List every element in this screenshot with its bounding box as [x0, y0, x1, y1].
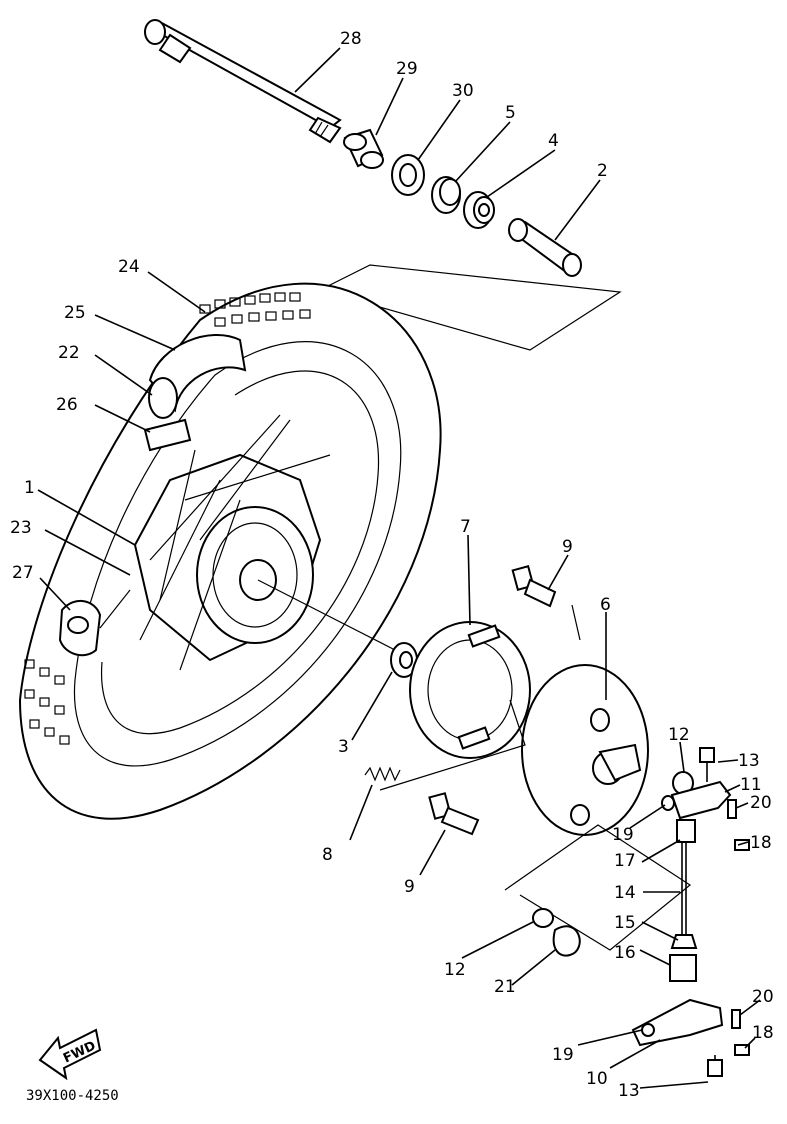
callout-29: 29 — [396, 59, 418, 79]
callout-28: 28 — [340, 29, 362, 49]
callout-5: 5 — [505, 103, 516, 123]
collar-part — [343, 128, 384, 169]
callout-23: 23 — [10, 518, 32, 538]
callout-12-upper: 12 — [668, 725, 690, 745]
callout-11: 11 — [740, 775, 762, 795]
cam-lever-assembly — [532, 747, 750, 1077]
spring-part — [364, 766, 401, 782]
callout-9-upper: 9 — [562, 537, 573, 557]
bolt-part-9-lower — [428, 792, 480, 836]
callout-18-lower: 18 — [752, 1023, 774, 1043]
hub-part — [133, 414, 331, 671]
tube-part — [143, 334, 247, 452]
callout-25: 25 — [64, 303, 86, 323]
callout-9-lower: 9 — [404, 877, 415, 897]
callout-6: 6 — [600, 595, 611, 615]
brake-shoe-part — [409, 621, 531, 759]
callout-22: 22 — [58, 343, 80, 363]
callout-26: 26 — [56, 395, 78, 415]
callout-20-lower: 20 — [752, 987, 774, 1007]
callout-14: 14 — [614, 883, 636, 903]
callout-12-lower: 12 — [444, 960, 466, 980]
callout-4: 4 — [548, 131, 559, 151]
callout-21: 21 — [494, 977, 516, 997]
callout-labels: 28 29 30 5 4 2 24 25 22 26 1 23 27 7 9 6… — [10, 29, 774, 1101]
callout-13-lower: 13 — [618, 1081, 640, 1101]
callout-8: 8 — [322, 845, 333, 865]
callout-30: 30 — [452, 81, 474, 101]
callout-10: 10 — [586, 1069, 608, 1089]
callout-2: 2 — [597, 161, 608, 181]
diagram-code: 39X100-4250 — [26, 1088, 119, 1104]
callout-20-upper: 20 — [750, 793, 772, 813]
spacer-part — [508, 218, 582, 277]
callout-15: 15 — [614, 913, 636, 933]
callout-19-lower: 19 — [552, 1045, 574, 1065]
callout-7: 7 — [460, 517, 471, 537]
bearing-part-3 — [390, 642, 418, 678]
brake-plate-part — [521, 664, 649, 836]
callout-16: 16 — [614, 943, 636, 963]
bearing-part-4 — [463, 191, 495, 229]
oil-seal-part — [391, 154, 425, 196]
callout-1: 1 — [24, 478, 35, 498]
valve-part — [58, 589, 131, 657]
callout-13-upper: 13 — [738, 751, 760, 771]
bolt-part-9-upper — [511, 565, 557, 608]
callout-3: 3 — [338, 737, 349, 757]
callout-17: 17 — [614, 851, 636, 871]
fwd-arrow-icon: FWD — [38, 1028, 102, 1081]
bearing-part-5 — [431, 176, 461, 214]
callout-24: 24 — [118, 257, 140, 277]
axle-part — [144, 19, 342, 144]
callout-27: 27 — [12, 563, 34, 583]
leader-lines — [37, 47, 761, 1089]
tire-tread — [24, 292, 311, 745]
callout-18-upper: 18 — [750, 833, 772, 853]
callout-19-upper: 19 — [612, 825, 634, 845]
